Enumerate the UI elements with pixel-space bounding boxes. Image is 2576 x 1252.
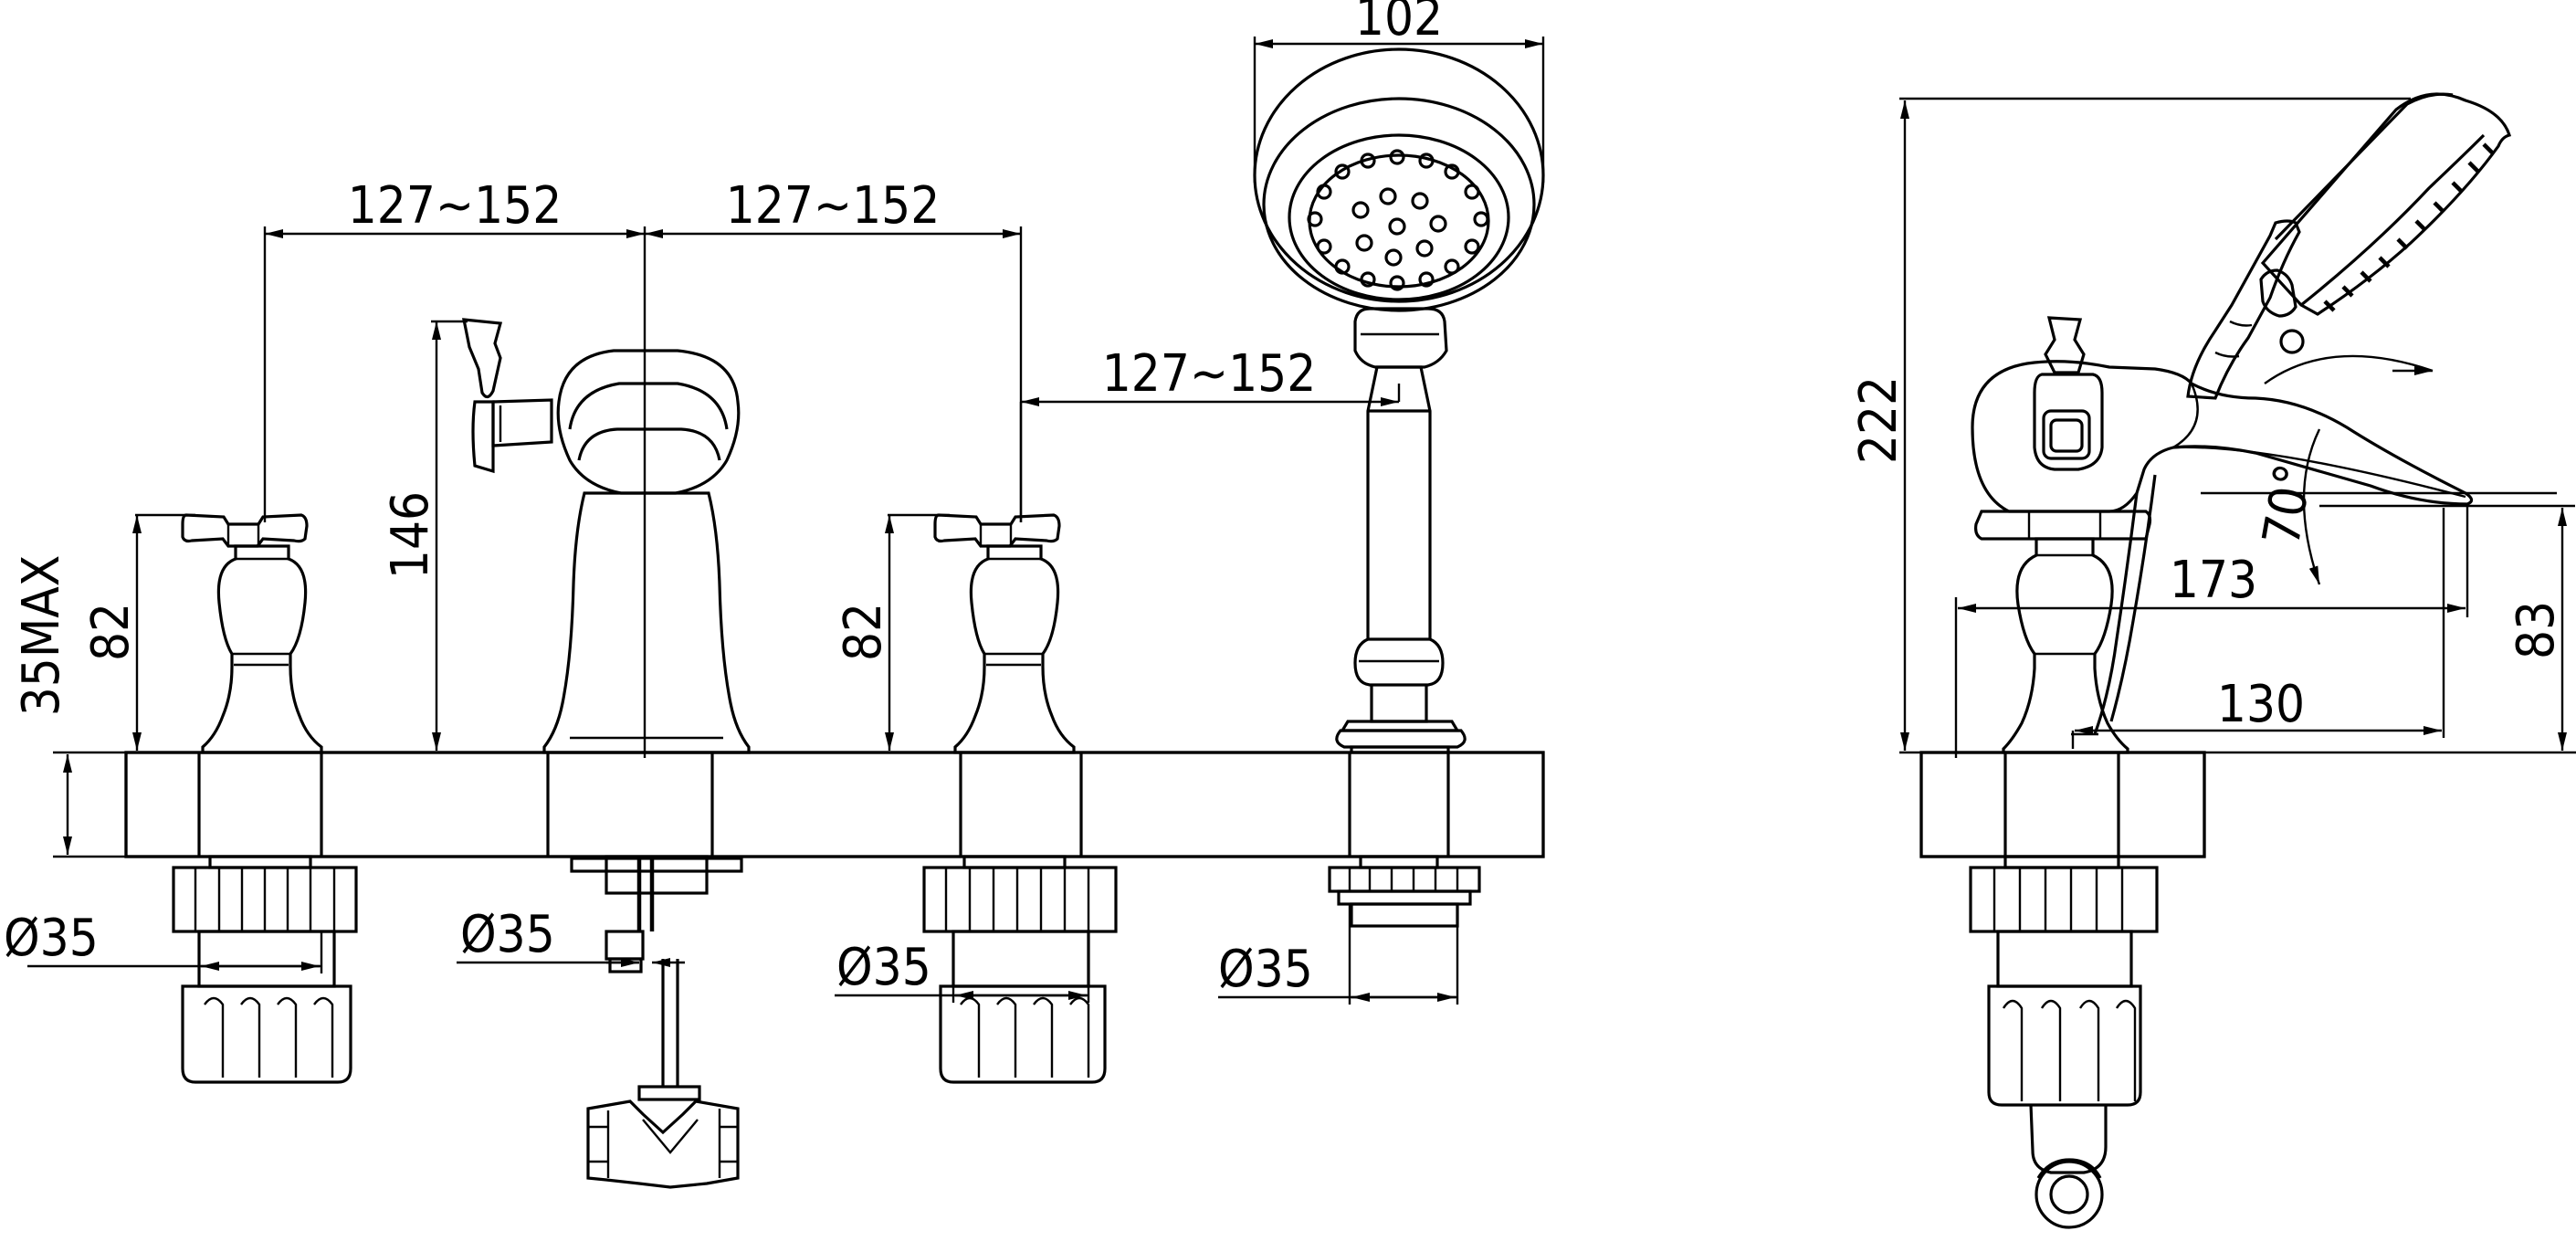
dim-spout-height: 146 xyxy=(381,491,440,579)
dim-dia-left: Ø35 xyxy=(4,909,99,968)
dim-dia-right: Ø35 xyxy=(836,938,931,997)
dim-handle-height-left: 82 xyxy=(81,603,141,661)
dim-handshower-head: 102 xyxy=(1355,0,1443,47)
dim-dia-shower: Ø35 xyxy=(1218,940,1313,999)
left-handle-valve xyxy=(172,513,358,1084)
dim-side-total-height: 222 xyxy=(1849,376,1908,464)
side-dimension-lines xyxy=(1899,97,2576,758)
side-hand-shower xyxy=(2186,92,2512,400)
side-spout-body xyxy=(1971,316,2474,735)
side-view: 222 83 173 130 70° xyxy=(1849,92,2576,1229)
dim-spacing-shower: 127~152 xyxy=(1102,344,1317,404)
hand-shower xyxy=(1253,47,1545,928)
dim-side-handle-height: 83 xyxy=(2507,601,2566,659)
side-handle-valve xyxy=(1969,510,2159,1229)
dim-handle-height-right: 82 xyxy=(834,603,893,661)
spray-nozzles xyxy=(1307,149,1489,291)
front-dimension-labels: 127~152 127~152 127~152 102 82 82 146 35… xyxy=(4,0,1443,999)
dim-side-spout-reach: 130 xyxy=(2217,675,2305,734)
dim-spacing-left: 127~152 xyxy=(348,176,563,236)
dim-side-angle: 70° xyxy=(2252,459,2325,550)
dim-deck-thickness: 35MAX xyxy=(12,555,71,717)
dim-dia-center: Ø35 xyxy=(460,905,555,964)
dim-side-reach: 173 xyxy=(2170,551,2257,610)
deck-section-front xyxy=(124,751,1545,858)
dim-spacing-right: 127~152 xyxy=(726,176,941,236)
front-view: 127~152 127~152 127~152 102 82 82 146 35… xyxy=(4,0,1545,1189)
front-dimension-lines xyxy=(27,37,1545,1005)
side-spray-nozzles xyxy=(2323,142,2495,312)
spout-with-lever xyxy=(462,318,751,1189)
side-dimension-labels: 222 83 173 130 70° xyxy=(1849,376,2566,734)
deck-section-side xyxy=(1919,751,2206,858)
